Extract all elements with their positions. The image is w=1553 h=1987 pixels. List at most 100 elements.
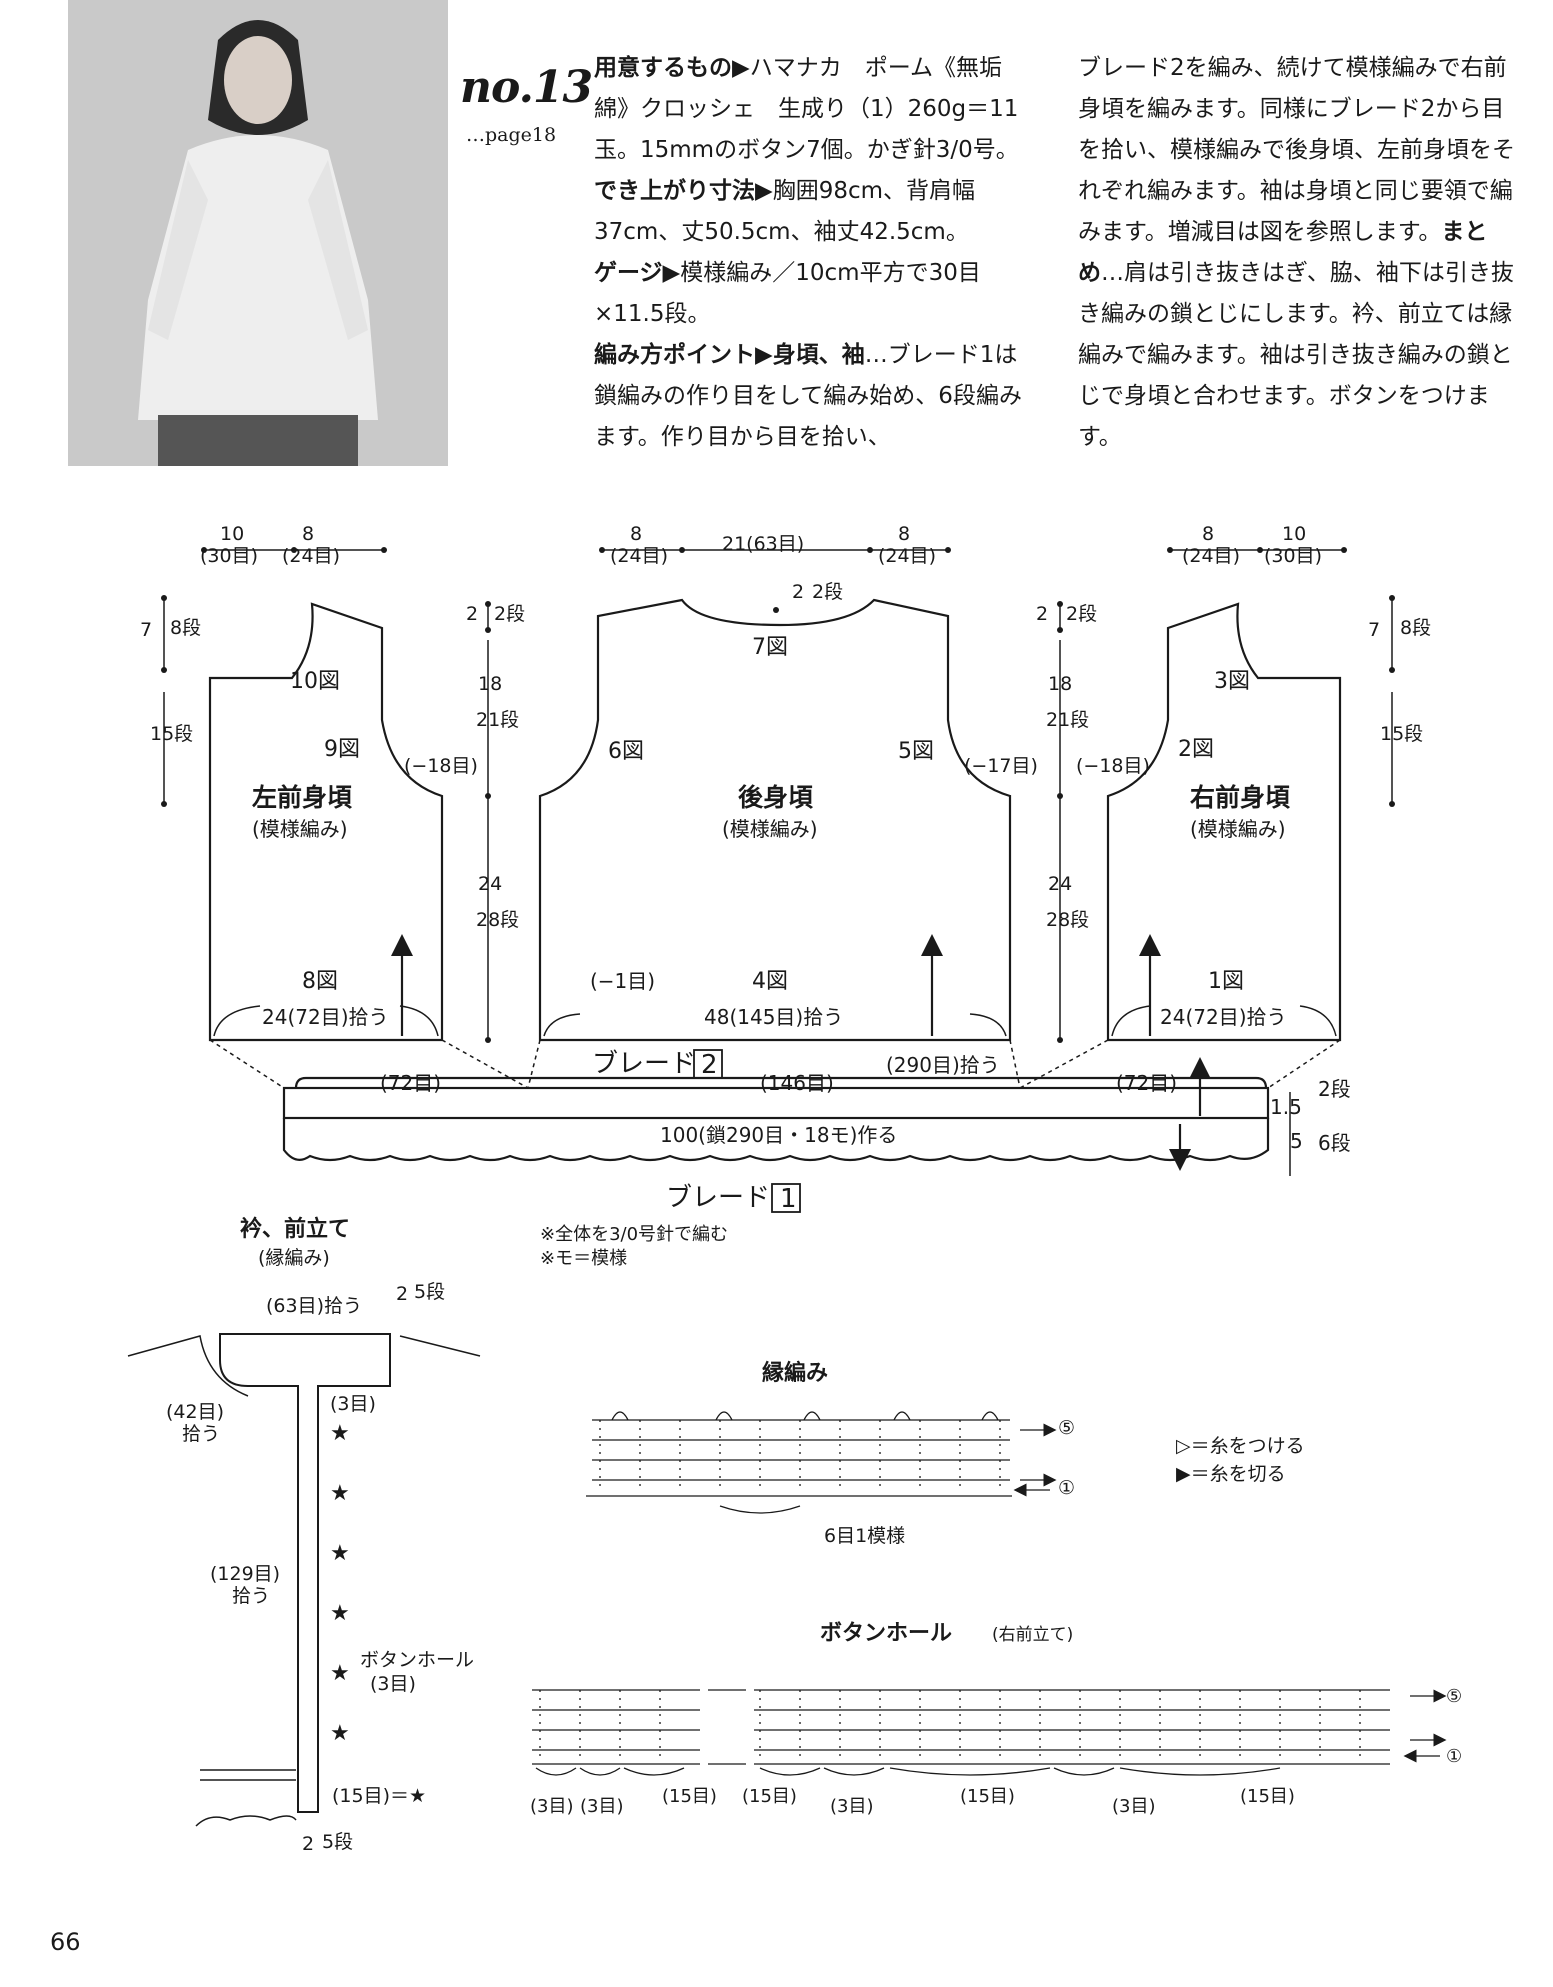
- collar-buttonhole-sts: (3目): [370, 1673, 416, 1695]
- braid-seg-left: (72目): [380, 1071, 441, 1095]
- back-fig-top: 7図: [752, 635, 788, 660]
- back-neck-rows: 2段: [812, 581, 843, 603]
- buttonhole-label-5: (3目): [830, 1796, 874, 1817]
- right-top-w1-sts: (24目): [1182, 545, 1240, 567]
- back-fig-left: 6図: [608, 739, 644, 764]
- right-fig-mid: 2図: [1178, 737, 1214, 762]
- back-armhole-dec: (−17目): [964, 755, 1038, 777]
- back-top-w1: 8: [630, 523, 642, 545]
- buttonhole-label-7: (3目): [1112, 1796, 1156, 1817]
- braid2-height: 1.5: [1270, 1095, 1302, 1119]
- left-fig-top: 10図: [290, 669, 340, 694]
- right-neck-rows: 8段: [1400, 617, 1431, 639]
- left-fig-bottom: 8図: [302, 969, 338, 994]
- edging-title: 縁編み: [762, 1360, 828, 1386]
- model-photo: [68, 0, 448, 466]
- buttonhole-label-8: (15目): [1240, 1786, 1295, 1807]
- legend-cut: ▶＝糸を切る: [1176, 1463, 1286, 1485]
- right-body-h: 24: [1048, 873, 1072, 895]
- left-body-rows: 28段: [476, 909, 519, 931]
- left-top-w1-sts: (30目): [200, 545, 258, 567]
- collar-neck-pick2: 拾う: [182, 1423, 220, 1445]
- collar-front-pick2: 拾う: [232, 1585, 270, 1607]
- braid-seg-mid: (146目): [760, 1071, 834, 1095]
- right-neck-rows2: 15段: [1380, 723, 1423, 745]
- braid-seg-right: (72目): [1116, 1071, 1177, 1095]
- collar-sts3: (3目): [330, 1393, 376, 1415]
- right-neck-h: 7: [1368, 619, 1380, 641]
- right-armhole-dec: (−18目): [1076, 755, 1150, 777]
- left-front-title: 左前身頃: [252, 783, 353, 812]
- instructions-label: 編み方ポイント: [594, 342, 755, 368]
- collar-subtitle: (縁編み): [258, 1247, 330, 1269]
- buttonhole-row1: ①: [1446, 1746, 1462, 1767]
- edging-repeat: 6目1模様: [824, 1525, 905, 1547]
- buttonhole-chart-title-sub: (右前立て): [992, 1625, 1073, 1645]
- left-neck-rows2: 15段: [150, 723, 193, 745]
- gauge-text: 模様編み／10cm平方で30目×11.5段。: [594, 260, 981, 327]
- note-2: ※モ＝模様: [540, 1248, 627, 1269]
- materials-text: ハマナカ ポーム《無垢綿》クロッシェ 生成り（1）260g＝11玉。15mmのボ…: [594, 55, 1019, 163]
- edging-symbol-chart: [586, 1411, 1012, 1514]
- back-top-w3: 8: [898, 523, 910, 545]
- collar-star-note: (15目)＝★: [332, 1785, 426, 1807]
- collar-title: 衿、前立て: [240, 1216, 350, 1242]
- svg-text:★: ★: [330, 1541, 350, 1566]
- right-shoulder-rows: 2段: [1066, 603, 1097, 625]
- svg-text:★: ★: [330, 1481, 350, 1506]
- left-top-w1: 10: [220, 523, 244, 545]
- collar-buttonhole: ボタンホール: [360, 1649, 474, 1671]
- right-front-outline: [1106, 602, 1342, 1042]
- left-armhole-dec: (−18目): [404, 755, 478, 777]
- collar-front-pick: (129目): [210, 1563, 280, 1585]
- buttonhole-symbol-chart: [532, 1689, 1390, 1776]
- braid1-rows: 6段: [1318, 1131, 1351, 1155]
- braid2-rows: 2段: [1318, 1077, 1351, 1101]
- left-shoulder-h: 2: [466, 603, 478, 625]
- buttonhole-chart-title: ボタンホール: [820, 1621, 952, 1646]
- instructions-column-2: ブレード2を編み、続けて模様編みで右前身頃を編みます。同様にブレード2から目を拾…: [1078, 48, 1518, 458]
- instructions-text-a: …ブレード1は鎖編みの作り目をして編み始め、6段編みます。作り目から目を拾い、: [594, 342, 1022, 450]
- right-body-rows: 28段: [1046, 909, 1089, 931]
- buttonhole-label-6: (15目): [960, 1786, 1015, 1807]
- braid-seg-pick: (290目)拾う: [886, 1053, 1000, 1077]
- right-top-w1: 8: [1202, 523, 1214, 545]
- braid-1-band: [282, 1118, 1270, 1162]
- instructions-column-1: 用意するもの▶ハマナカ ポーム《無垢綿》クロッシェ 生成り（1）260g＝11玉…: [594, 55, 1022, 450]
- left-neck-rows: 8段: [170, 617, 201, 639]
- materials-label: 用意するもの: [594, 55, 732, 81]
- left-shoulder-rows: 2段: [494, 603, 525, 625]
- braid-2-number: 2: [701, 1050, 718, 1080]
- braid-1-label: ブレード: [666, 1183, 770, 1213]
- page-reference: …page18: [466, 124, 557, 146]
- right-armhole-h: 18: [1048, 673, 1072, 695]
- svg-text:★: ★: [330, 1661, 350, 1686]
- right-top-w2-sts: (30目): [1264, 545, 1322, 567]
- finishing-label: まとめ: [1078, 219, 1488, 286]
- left-front-outline: [208, 602, 444, 1042]
- back-fig-bottom: 4図: [752, 969, 788, 994]
- left-top-w2: 8: [302, 523, 314, 545]
- buttonhole-label-2: (3目): [580, 1796, 624, 1817]
- left-armhole-h: 18: [478, 673, 502, 695]
- back-top-w3-sts: (24目): [878, 545, 936, 567]
- back-outline: [538, 598, 1012, 1042]
- back-dec: (−1目): [590, 969, 655, 993]
- back-pickup: 48(145目)拾う: [704, 1005, 843, 1029]
- pattern-number: no.13: [460, 62, 593, 113]
- right-front-subtitle: (模様編み): [1190, 817, 1286, 841]
- svg-text:★: ★: [330, 1721, 350, 1746]
- left-front-subtitle: (模様編み): [252, 817, 348, 841]
- right-front-title: 右前身頃: [1190, 783, 1291, 812]
- finished-size-text: 胸囲98cm、背肩幅37cm、丈50.5cm、袖丈42.5cm。: [594, 178, 976, 245]
- back-fig-right: 5図: [898, 739, 934, 764]
- finished-size-label: でき上がり寸法: [594, 178, 755, 204]
- left-fig-mid: 9図: [324, 737, 360, 762]
- svg-text:★: ★: [330, 1421, 350, 1446]
- braid-1-number: 1: [780, 1184, 797, 1214]
- right-top-w2: 10: [1282, 523, 1306, 545]
- instructions-sub-label: 身頃、袖: [772, 342, 865, 368]
- left-top-w2-sts: (24目): [282, 545, 340, 567]
- finishing-text: …肩は引き抜きはぎ、脇、袖下は引き抜き編みの鎖とじにします。衿、前立ては縁編みで…: [1078, 260, 1514, 450]
